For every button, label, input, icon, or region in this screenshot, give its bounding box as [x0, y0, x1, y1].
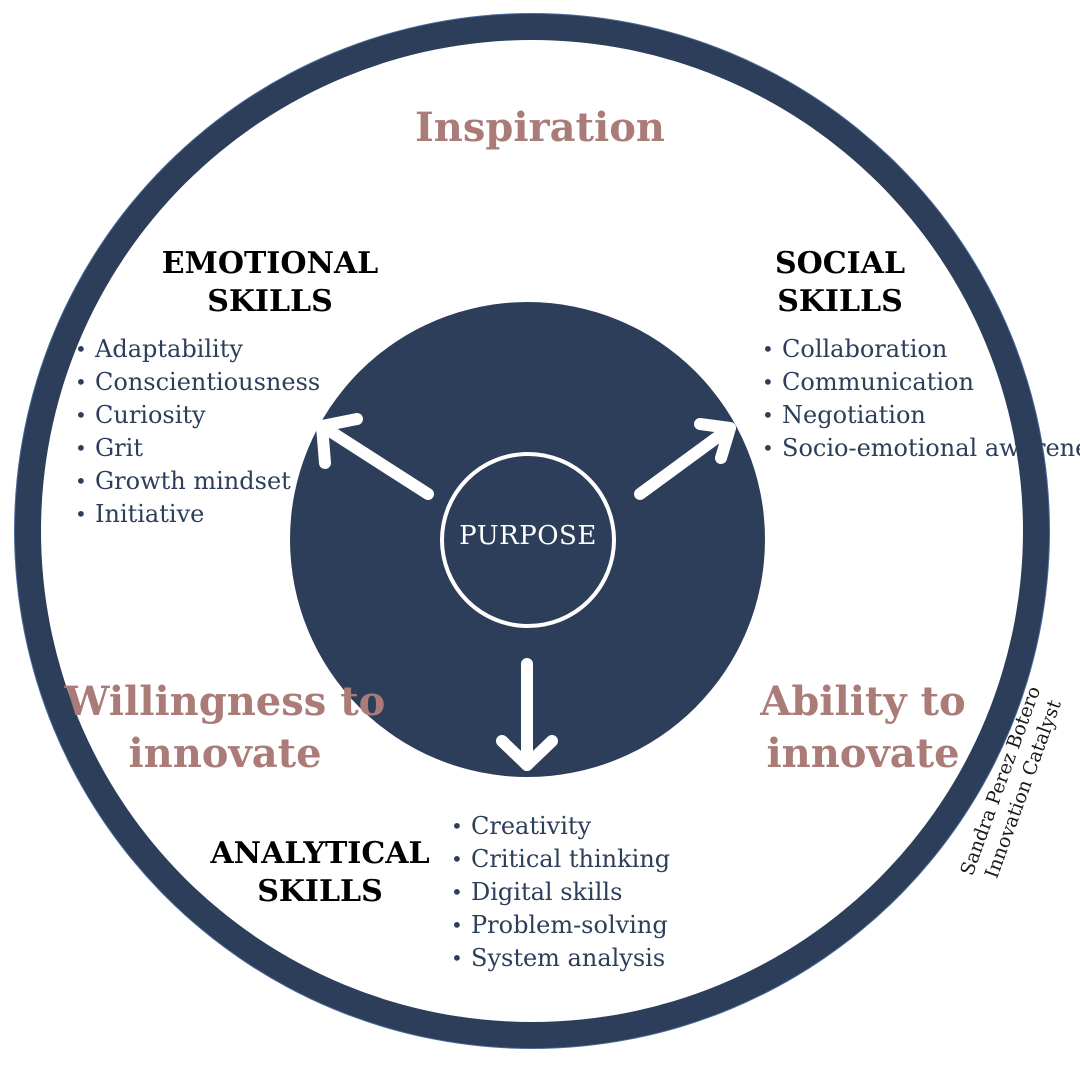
arrow-left-up-icon — [316, 413, 434, 500]
list-item: Curiosity — [75, 399, 320, 432]
list-item: Communication — [762, 366, 1002, 399]
ability-label: Ability to innovate — [760, 678, 966, 777]
list-item: Negotiation — [762, 399, 1002, 432]
list-item: Growth mindset — [75, 465, 320, 498]
social-skills-heading: SOCIAL SKILLS — [774, 246, 906, 319]
list-item: Grit — [75, 432, 320, 465]
purpose-inner-ring — [440, 452, 616, 628]
analytical-skills-heading: ANALYTICAL SKILLS — [210, 836, 430, 909]
list-item: Creativity — [451, 810, 670, 843]
list-item: System analysis — [451, 942, 670, 975]
list-item: Problem-solving — [451, 909, 670, 942]
emotional-skills-list: Adaptability Conscientiousness Curiosity… — [75, 333, 320, 531]
analytical-skills-list: Creativity Critical thinking Digital ski… — [451, 810, 670, 975]
inspiration-label: Inspiration — [415, 104, 665, 151]
purpose-label: PURPOSE — [459, 521, 597, 551]
list-item: Critical thinking — [451, 843, 670, 876]
list-item: Conscientiousness — [75, 366, 320, 399]
list-item: Adaptability — [75, 333, 320, 366]
list-item: Initiative — [75, 498, 320, 531]
list-item: Collaboration — [762, 333, 1002, 366]
arrow-down-icon — [496, 658, 558, 771]
willingness-label: Willingness to innovate — [64, 678, 386, 777]
arrow-right-up-icon — [634, 418, 736, 500]
list-item: Digital skills — [451, 876, 670, 909]
emotional-skills-heading: EMOTIONAL SKILLS — [161, 246, 379, 319]
